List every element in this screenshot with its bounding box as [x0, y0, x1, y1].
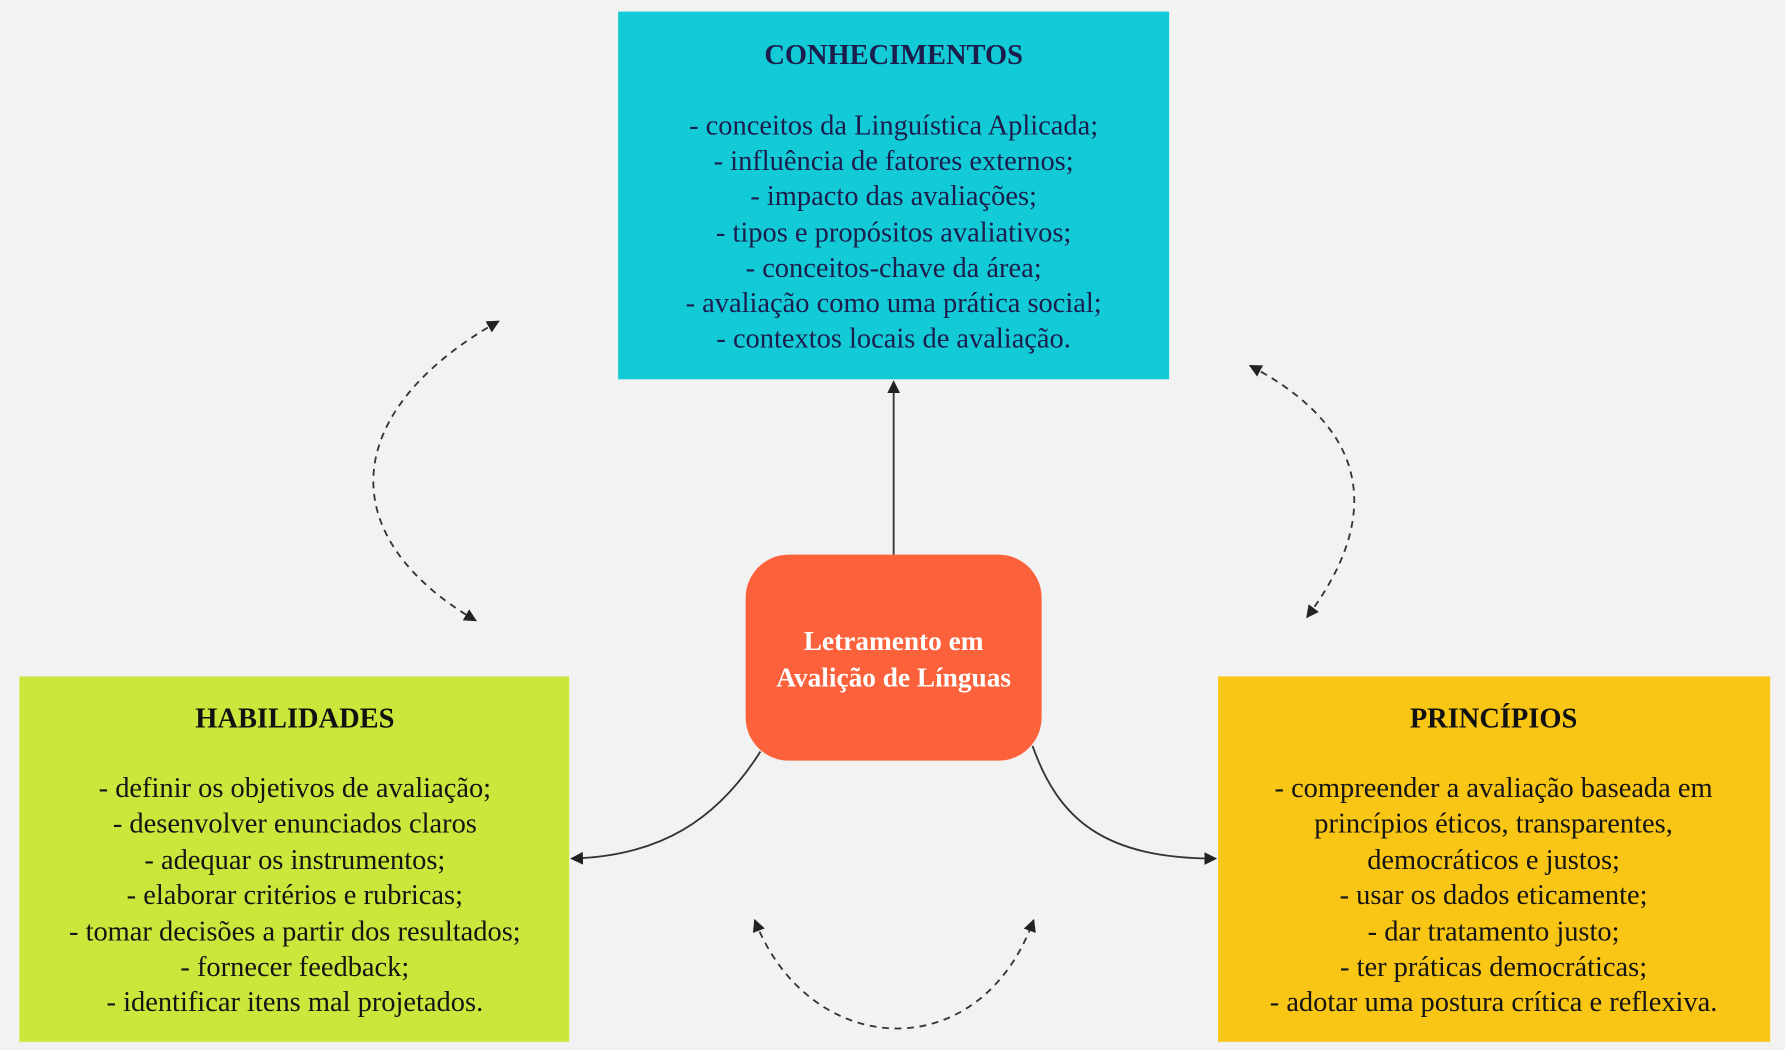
conhecimentos-box: CONHECIMENTOS - conceitos da Linguística…: [618, 11, 1170, 380]
conhecimentos-item: - influência de fatores externos;: [714, 146, 1074, 177]
habilidades-item: - fornecer feedback;: [180, 952, 409, 983]
dashed-cycle-bottom: [752, 918, 1036, 1030]
arrow-to-principios: [1031, 745, 1218, 865]
conhecimentos-item: - impacto das avaliações;: [750, 181, 1037, 212]
conhecimentos-item: - conceitos-chave da área;: [746, 253, 1042, 284]
center-label-line: Letramento em: [804, 626, 984, 656]
habilidades-item: - identificar itens mal projetados.: [107, 987, 484, 1018]
habilidades-title: HABILIDADES: [195, 704, 394, 735]
dashed-cycle-right: [1248, 364, 1356, 619]
conhecimentos-item: - tipos e propósitos avaliativos;: [716, 218, 1071, 249]
conhecimentos-item: - avaliação como uma prática social;: [686, 288, 1102, 319]
center-label-line: Avalição de Línguas: [776, 663, 1011, 693]
arrow-to-habilidades: [570, 751, 762, 865]
principios-item: - usar os dados eticamente;: [1340, 880, 1648, 911]
principios-item: - compreender a avaliação baseada em: [1274, 773, 1712, 804]
conhecimentos-item: - conceitos da Linguística Aplicada;: [689, 111, 1098, 142]
principios-item: princípios éticos, transparentes,: [1314, 808, 1673, 839]
conhecimentos-item: - contextos locais de avaliação.: [716, 323, 1071, 354]
habilidades-item: - definir os objetivos de avaliação;: [99, 773, 491, 804]
principios-item: - dar tratamento justo;: [1368, 917, 1620, 948]
habilidades-item: - desenvolver enunciados claros: [113, 808, 477, 839]
habilidades-item: - elaborar critérios e rubricas;: [127, 880, 463, 911]
principios-item: democráticos e justos;: [1367, 845, 1620, 876]
center-node: Letramento em Avalição de Línguas: [745, 554, 1042, 761]
habilidades-item: - tomar decisões a partir dos resultados…: [69, 917, 521, 948]
connectors: [372, 320, 1356, 1030]
principios-title: PRINCÍPIOS: [1410, 702, 1578, 735]
conhecimentos-title: CONHECIMENTOS: [764, 40, 1023, 71]
principios-box: PRINCÍPIOS - compreender a avaliação bas…: [1218, 676, 1771, 1042]
principios-item: - adotar uma postura crítica e reflexiva…: [1270, 987, 1718, 1018]
dashed-cycle-left: [372, 320, 500, 622]
principios-item: - ter práticas democráticas;: [1340, 952, 1647, 983]
habilidades-item: - adequar os instrumentos;: [144, 845, 445, 876]
habilidades-box: HABILIDADES - definir os objetivos de av…: [19, 676, 570, 1042]
